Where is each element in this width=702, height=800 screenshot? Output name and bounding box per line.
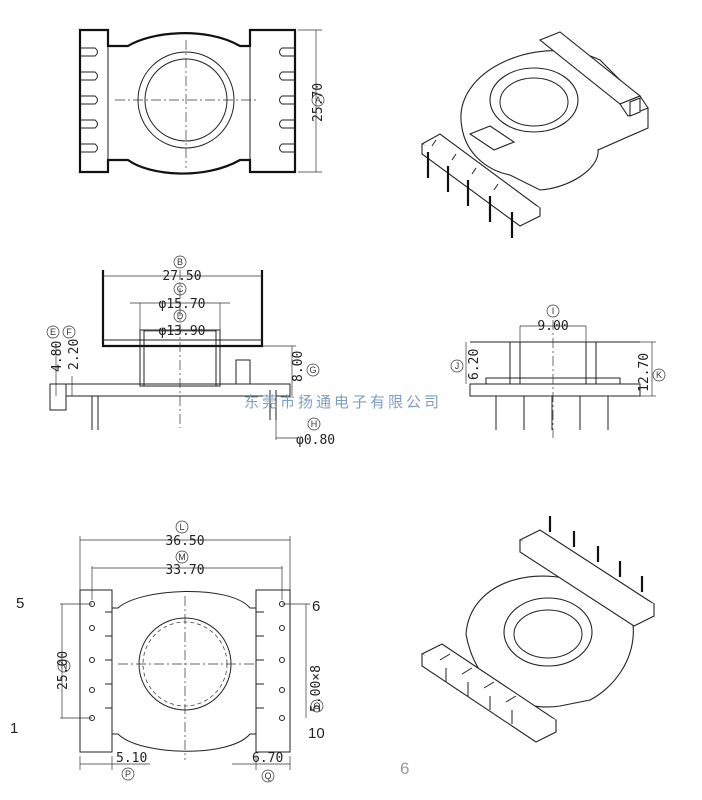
dim-F-letter: F <box>66 327 72 337</box>
dim-M-letter: M <box>178 552 186 562</box>
dim-B-value: 27.50 <box>162 269 201 284</box>
dim-L-letter: L <box>179 522 184 532</box>
bottom-left-pins <box>89 601 95 721</box>
dim-K-letter: K <box>656 370 662 380</box>
dim-D-value: φ13.90 <box>159 324 206 339</box>
dim-G-letter: G <box>309 365 316 375</box>
front-view: 27.50 B φ15.70 C φ13.90 D 4.80 2.20 E F … <box>46 255 335 448</box>
dim-I-value: 9.00 <box>537 319 568 334</box>
dim-O-letter: O <box>313 701 320 711</box>
iso-bottom-lower-slots <box>439 653 517 724</box>
dim-D-letter: D <box>177 311 184 321</box>
pin-5-label: 5 <box>16 595 24 612</box>
bottom-view: 36.50 L 33.70 M 25.00 N 5.00×8 O 5.10 P <box>10 520 325 783</box>
company-watermark: 东莞市扬通电子有限公司 <box>244 393 442 411</box>
page-number: 6 <box>400 759 409 778</box>
dim-E-letter: E <box>50 327 56 337</box>
dim-C-letter: C <box>177 284 184 294</box>
bottom-right-pins <box>279 601 285 721</box>
dim-Q-letter: Q <box>264 771 271 781</box>
dim-P-value: 5.10 <box>116 751 147 766</box>
dim-H-letter: H <box>311 419 318 429</box>
iso-bottom-upper-pins <box>548 516 644 592</box>
dim-F-value: 2.20 <box>67 339 82 370</box>
dim-K-value: 12.70 <box>637 353 652 392</box>
dim-C-value: φ15.70 <box>159 297 206 312</box>
dim-E-value: 4.80 <box>50 341 65 372</box>
dim-L-value: 36.50 <box>165 534 204 549</box>
dim-B-letter: B <box>177 257 183 267</box>
dim-N-letter: N <box>61 661 68 671</box>
dim-A-value: 25.70 <box>311 83 326 122</box>
dim-M-value: 33.70 <box>165 563 204 578</box>
side-view: 9.00 I 6.20 J 12.70 K <box>450 304 666 440</box>
dim-A-letter: A <box>315 95 321 105</box>
iso-view-bottom <box>420 516 656 743</box>
dim-I-letter: I <box>552 306 555 316</box>
pin-10-label: 10 <box>308 725 325 742</box>
dim-Q-value: 6.70 <box>252 751 283 766</box>
pin-1-label: 1 <box>10 720 18 737</box>
dim-J-letter: J <box>455 361 460 371</box>
dim-J-value: 6.20 <box>467 349 482 380</box>
iso-view-top <box>420 31 649 238</box>
top-view: 25.70 A <box>78 28 326 175</box>
dim-H-value: φ0.80 <box>296 433 335 448</box>
dim-G-value: 8.00 <box>291 351 306 382</box>
iso-top-pins <box>426 152 514 238</box>
dim-O-value: 5.00×8 <box>309 665 324 712</box>
pin-6-label: 6 <box>312 598 320 615</box>
dim-P-letter: P <box>125 769 131 779</box>
